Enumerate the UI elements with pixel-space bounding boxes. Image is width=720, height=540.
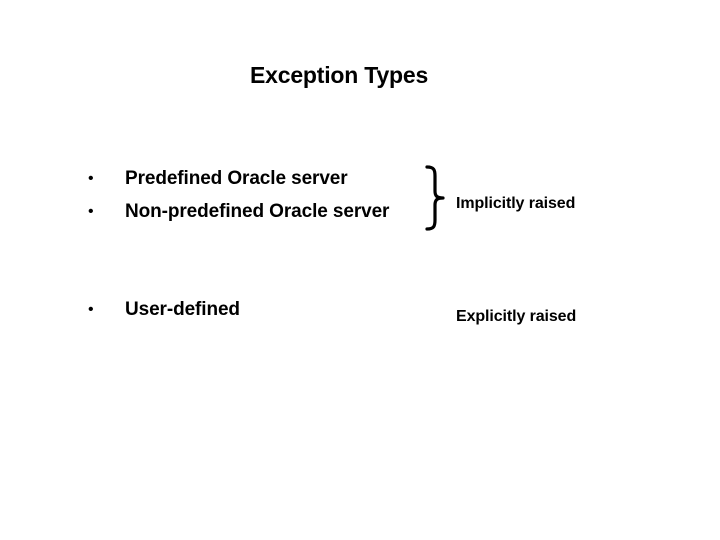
bullet-text: Non-predefined Oracle server: [125, 201, 390, 222]
bullet-dot: •: [88, 203, 94, 220]
bullet-item-predefined: • Predefined Oracle server: [88, 166, 348, 192]
bullet-item-non-predefined: • Non-predefined Oracle server: [88, 199, 389, 225]
bullet-dot: •: [88, 301, 94, 318]
bullet-text: Predefined Oracle server: [125, 168, 348, 189]
implicitly-raised-label: Implicitly raised: [456, 195, 576, 212]
bullet-dot: •: [88, 170, 94, 187]
explicitly-raised-label: Explicitly raised: [456, 308, 577, 325]
right-curly-brace: [425, 165, 445, 231]
bullet-item-user-defined: • User-defined: [88, 297, 240, 323]
slide-title: Exception Types: [250, 62, 429, 88]
bullet-text: User-defined: [125, 299, 240, 320]
